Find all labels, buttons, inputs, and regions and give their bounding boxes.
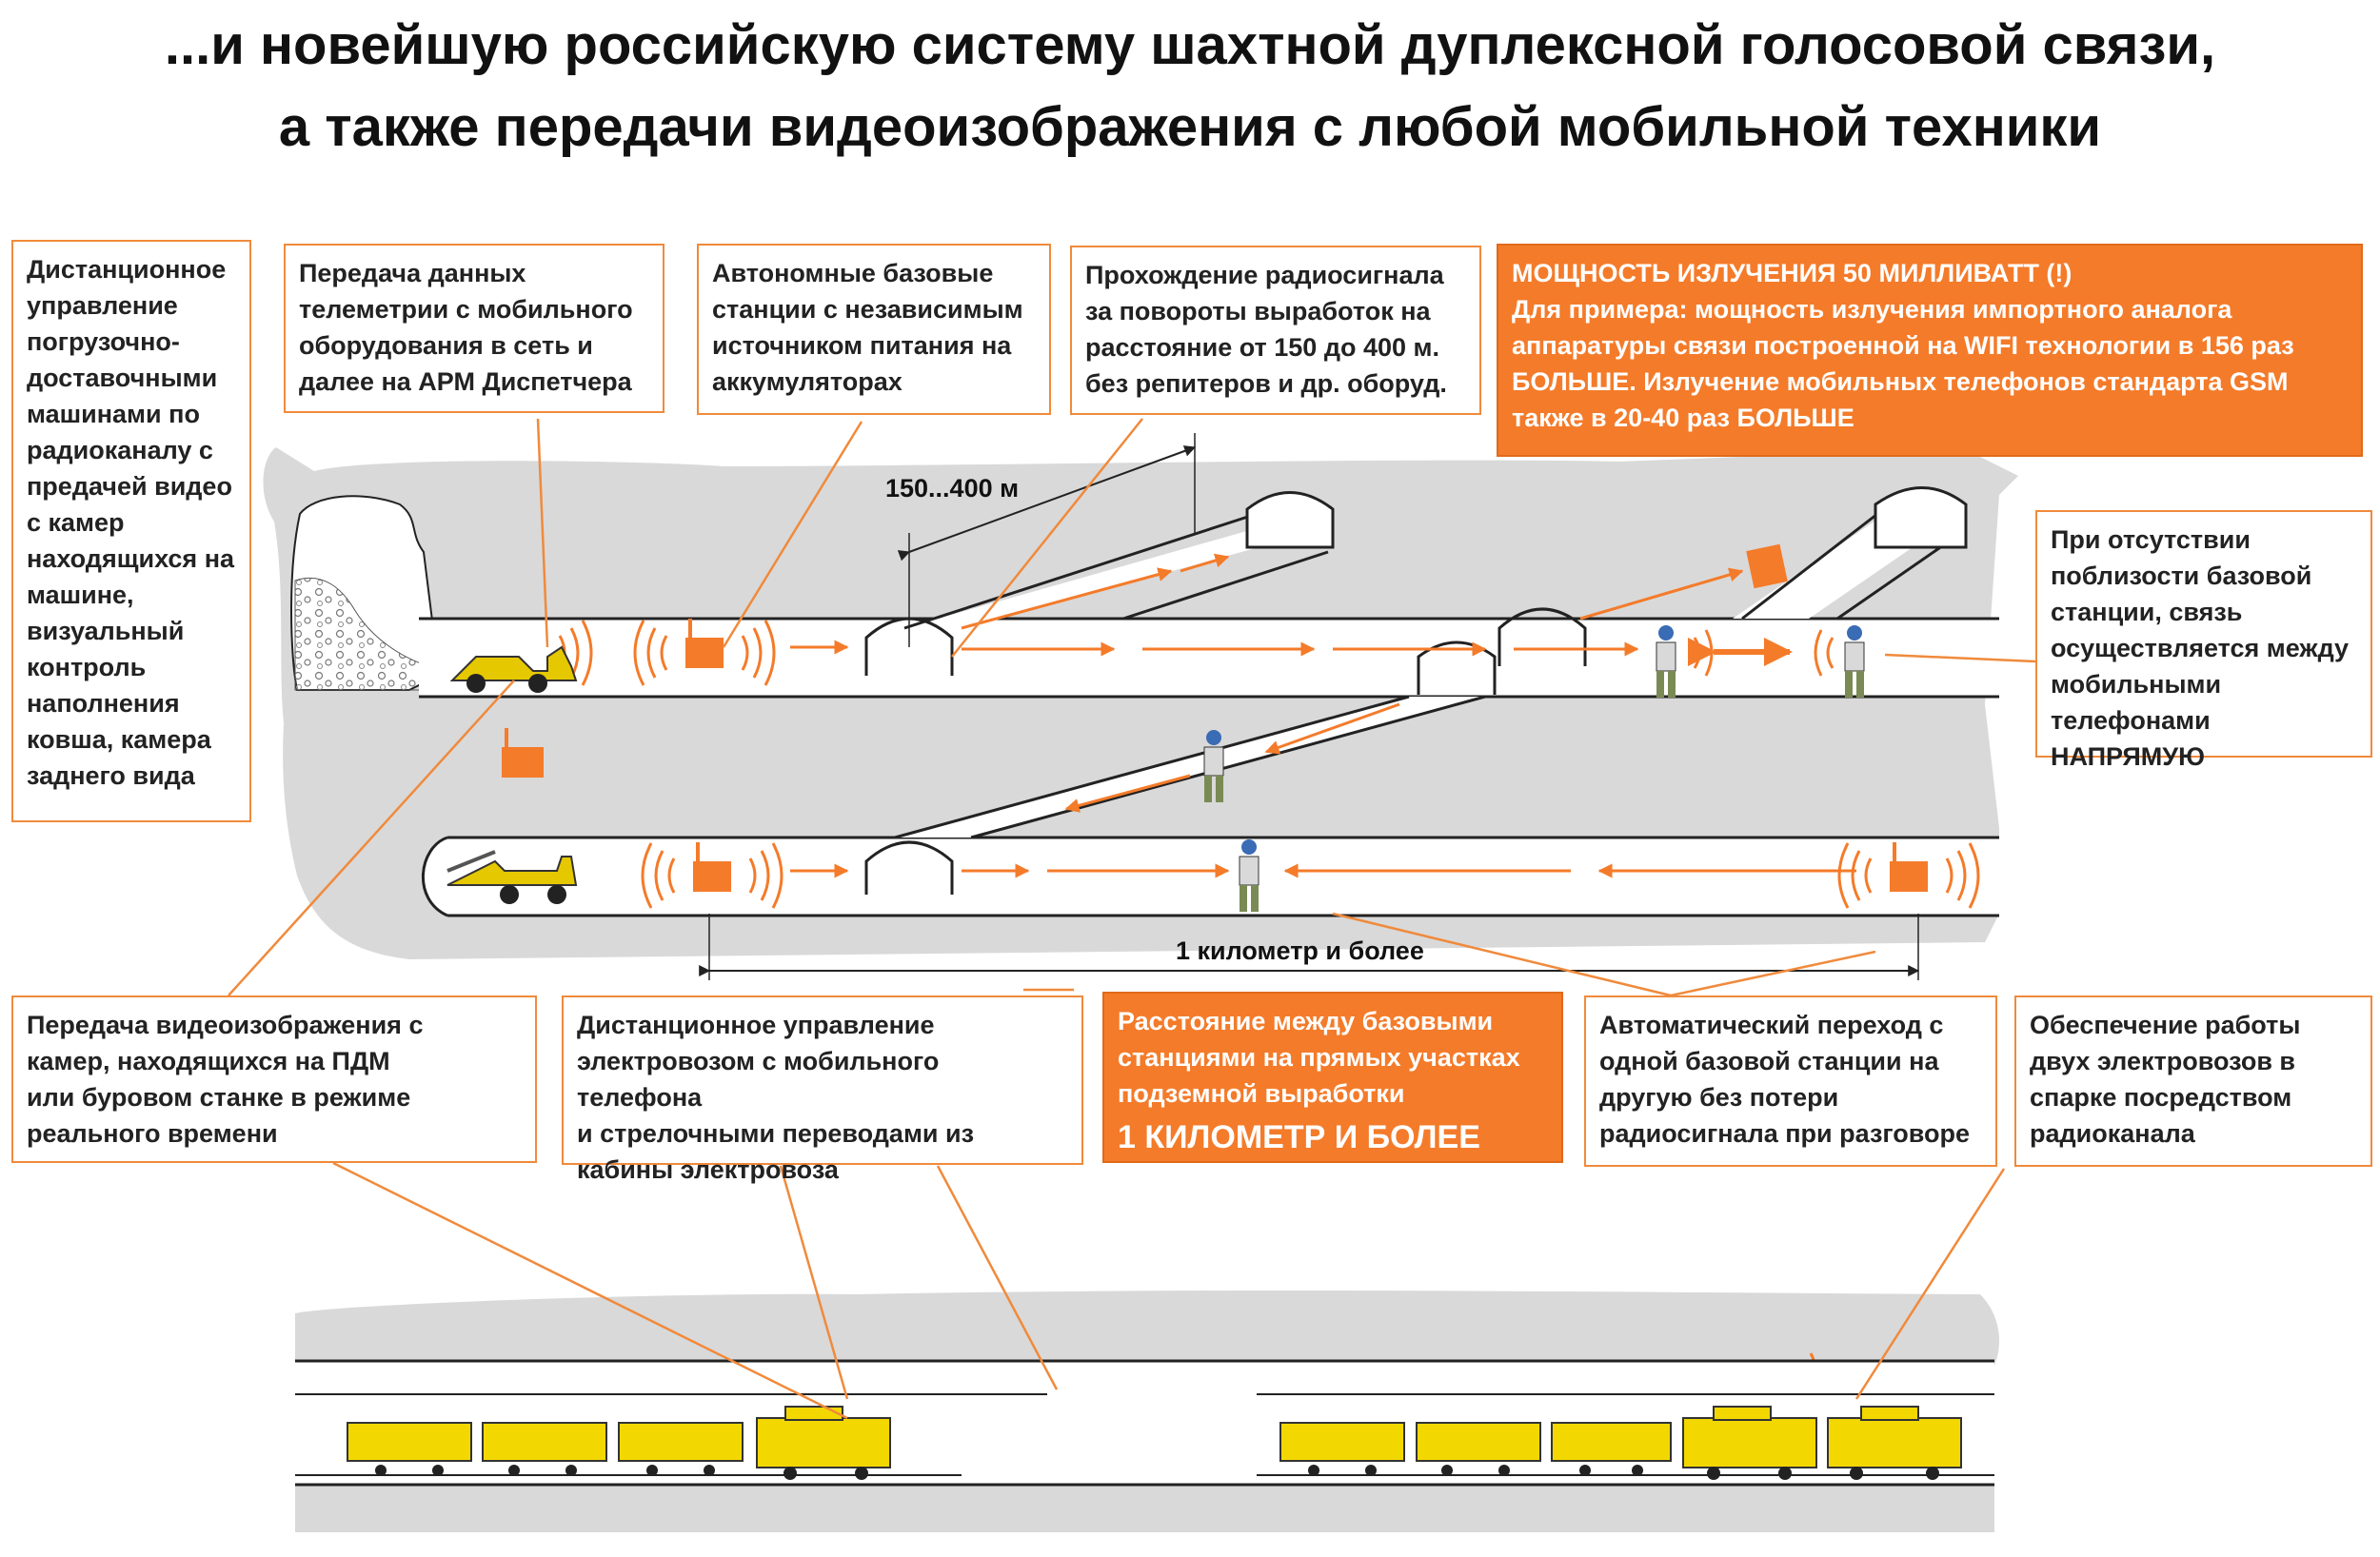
callout-telemetry-text: Передача данных телеметрии с мобильного … [299, 259, 633, 396]
dimension-label-turn: 150...400 м [885, 474, 1020, 503]
emission-power-heading: МОЩНОСТЬ ИЗЛУЧЕНИЯ 50 МИЛЛИВАТТ (!) [1512, 259, 2073, 287]
portal-mid [1417, 641, 1497, 695]
callout-loco-control: Дистанционное управление электровозом с … [562, 995, 1083, 1184]
train-right [1279, 1406, 1962, 1480]
drill-rig [446, 850, 578, 904]
callout-telemetry: Передача данных телеметрии с мобильного … [284, 244, 664, 413]
emission-power-body: Для примера: мощность излучения импортно… [1512, 295, 2294, 432]
train-left [347, 1406, 891, 1480]
callout-autonomous-stations-text: Автономные базовые станции с независимым… [712, 259, 1023, 396]
base-station-5 [1890, 842, 1928, 892]
base-station-2 [502, 728, 544, 778]
upper-drift [419, 619, 1999, 697]
callout-locomotive-pair: Обеспечение работы двух электровозов в с… [2014, 995, 2372, 1167]
lower-drift [421, 838, 1999, 916]
diagonal-crosscut [895, 697, 1485, 838]
base-station-3 [1746, 543, 1788, 589]
callout-video: Передача видеоизображения с камер, наход… [11, 995, 537, 1163]
callout-station-distance: Расстояние между базовыми станциями на п… [1102, 992, 1563, 1163]
title-line-1: ...и новейшую российскую систему шахтной… [164, 14, 2216, 76]
callout-loco-control-text: Дистанционное управление электровозом с … [577, 1011, 975, 1184]
leader-lines [228, 418, 2036, 1420]
signal-arrows [790, 553, 1856, 878]
portal-1 [1245, 491, 1335, 549]
lhd-loader [449, 645, 578, 693]
callout-handover-text: Автоматический переход с одной базовой с… [1599, 1011, 1971, 1148]
portal-upper-b [1497, 607, 1587, 666]
callout-direct-link-text: При отсутствии поблизости базовой станци… [2051, 525, 2350, 771]
dimension-label-straight: 1 километр и более [1176, 936, 1424, 965]
callout-signal-pass: Прохождение радиосигнала за повороты выр… [1070, 246, 1481, 415]
callout-remote-control-text: Дистанционное управление погрузочно- дос… [27, 255, 235, 790]
base-station-4 [693, 842, 731, 892]
rock-mass-upper [263, 447, 2018, 959]
callout-autonomous-stations: Автономные базовые станции с независимым… [697, 244, 1051, 415]
station-distance-text: Расстояние между базовыми станциями на п… [1118, 1007, 1520, 1108]
callout-locomotive-pair-text: Обеспечение работы двух электровозов в с… [2030, 1011, 2301, 1148]
title-line-2: а также передачи видеоизображения с любо… [278, 96, 2102, 158]
station-distance-highlight: 1 КИЛОМЕТР И БОЛЕЕ [1118, 1119, 1480, 1155]
branch-drift-1 [904, 528, 1328, 628]
portal-2 [1874, 486, 1968, 549]
callout-handover: Автоматический переход с одной базовой с… [1584, 995, 1997, 1167]
callout-remote-control: Дистанционное управление погрузочно- дос… [11, 240, 251, 822]
callout-signal-pass-text: Прохождение радиосигнала за повороты выр… [1085, 261, 1447, 398]
callout-direct-link: При отсутствии поблизости базовой станци… [2035, 510, 2372, 771]
base-station-1 [685, 619, 724, 668]
portal-lower [864, 840, 954, 895]
callout-video-text: Передача видеоизображения с камер, наход… [27, 1011, 424, 1148]
callout-emission-power: МОЩНОСТЬ ИЗЛУЧЕНИЯ 50 МИЛЛИВАТТ (!) Для … [1497, 244, 2363, 457]
